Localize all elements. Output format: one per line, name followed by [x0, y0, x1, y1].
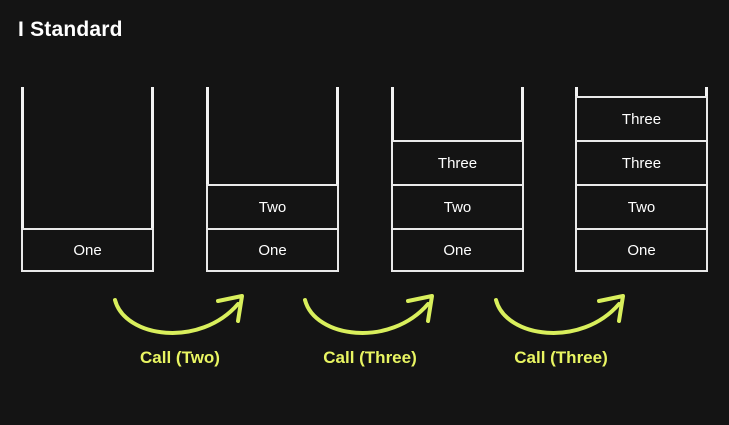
stack-frame: One	[391, 228, 524, 272]
stack-1: One	[21, 87, 154, 272]
stack-3-frames: Three Two One	[391, 140, 524, 272]
call-arrow-3: Call (Three)	[486, 290, 636, 380]
page-title: I Standard	[18, 18, 123, 41]
stack-2: Two One	[206, 87, 339, 272]
stack-frame: One	[206, 228, 339, 272]
call-arrow-1-label: Call (Two)	[140, 348, 220, 367]
stack-4: Three Three Two One	[575, 87, 708, 272]
call-arrow-1: Call (Two)	[105, 290, 255, 380]
stack-frame: One	[21, 228, 154, 272]
stack-frame: Two	[391, 184, 524, 228]
call-arrow-2-label: Call (Three)	[323, 348, 417, 367]
stack-frame: Three	[391, 140, 524, 184]
curved-arrow-icon	[113, 294, 244, 335]
curved-arrow-icon	[303, 294, 434, 335]
curved-arrow-icon	[494, 294, 625, 335]
stack-1-frames: One	[21, 228, 154, 272]
stack-frame: Two	[206, 184, 339, 228]
call-arrow-2: Call (Three)	[295, 290, 445, 380]
stack-2-frames: Two One	[206, 184, 339, 272]
stack-frame: Two	[575, 184, 708, 228]
stack-4-frames: Three Three Two One	[575, 96, 708, 272]
stack-3: Three Two One	[391, 87, 524, 272]
stack-frame: Three	[575, 140, 708, 184]
call-arrow-3-label: Call (Three)	[514, 348, 608, 367]
stack-frame: One	[575, 228, 708, 272]
stack-frame: Three	[575, 96, 708, 140]
